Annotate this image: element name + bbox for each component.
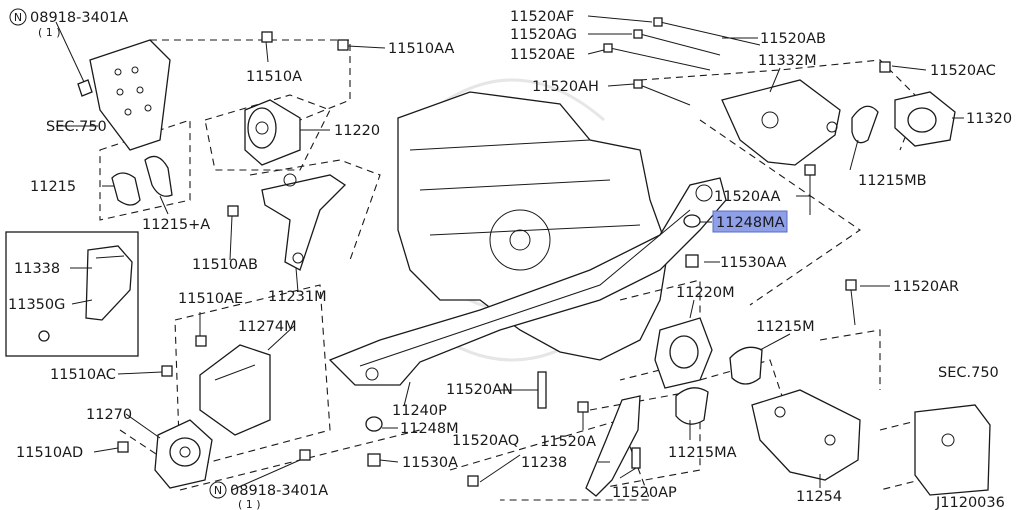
label-11520A: 11520A (540, 434, 596, 450)
label-11220: 11220 (334, 123, 380, 139)
bracket-11254 (751, 389, 861, 481)
label-11520AC: 11520AC (930, 63, 996, 79)
bolt-11520AR (845, 279, 857, 326)
label-11520AN: 11520AN (446, 382, 513, 398)
bracket-11238 (585, 395, 641, 497)
label-11320: 11320 (966, 111, 1012, 127)
label-11530AA: 11530AA (720, 255, 786, 271)
insulator-box (5, 231, 139, 357)
stopper-11215MB (851, 105, 879, 144)
label-11215-plus-a: 11215+A (142, 217, 210, 233)
circled-n-text: N (214, 484, 222, 497)
label-11520AB: 11520AB (760, 31, 826, 47)
circled-n-marker-top: N (9, 8, 27, 26)
label-11520AG: 11520AG (510, 27, 577, 43)
label-nut-bottom: 08918-3401A (230, 483, 328, 499)
label-11254: 11254 (796, 489, 842, 505)
label-11520AR: 11520AR (893, 279, 959, 295)
label-11215MB: 11215MB (858, 173, 927, 189)
label-11520AE: 11520AE (510, 47, 575, 63)
label-11510AD: 11510AD (16, 445, 83, 461)
label-11248M: 11248M (400, 421, 459, 437)
stopper-11215M (729, 346, 763, 385)
highlight-11248MA (712, 210, 788, 233)
label-11520AQ: 11520AQ (452, 433, 519, 449)
label-11510AC: 11510AC (50, 367, 116, 383)
label-11215MA: 11215MA (668, 445, 737, 461)
label-11510AA: 11510AA (388, 41, 454, 57)
left-upper-bracket (77, 39, 171, 151)
stopper-11215MA (675, 387, 709, 425)
mount-11220M (654, 317, 713, 389)
nut-11530AA (685, 254, 699, 268)
bracket-11332M (721, 79, 841, 166)
label-sec750-right: SEC.750 (938, 365, 999, 381)
label-11338: 11338 (14, 261, 60, 277)
label-11332M: 11332M (758, 53, 817, 69)
label-11530A: 11530A (402, 455, 458, 471)
label-11231M: 11231M (268, 289, 327, 305)
mount-11220 (244, 99, 301, 166)
label-11215M: 11215M (756, 319, 815, 335)
label-11520AA: 11520AA (714, 189, 780, 205)
part-labels: 11520AF 11520AG 11520AE 11520AB 11332M 1… (8, 9, 1012, 510)
bushing-11248MA (683, 214, 701, 228)
bottom-small-parts (117, 31, 891, 487)
label-nut-top-qty: ( 1 ) (38, 26, 61, 39)
label-11274M: 11274M (238, 319, 297, 335)
leader-lines (55, 15, 964, 491)
label-11520AF: 11520AF (510, 9, 574, 25)
bolt-11520AA (804, 164, 816, 215)
circled-n-marker-bottom: N (209, 481, 227, 499)
label-11215: 11215 (30, 179, 76, 195)
label-11510A: 11510A (246, 69, 302, 85)
label-sec750-left: SEC.750 (46, 119, 107, 135)
label-11510AE: 11510AE (178, 291, 243, 307)
label-11238: 11238 (521, 455, 567, 471)
label-11220M: 11220M (676, 285, 735, 301)
label-11350G: 11350G (8, 297, 65, 313)
bracket-sec750-right (914, 404, 991, 496)
circled-n-text: N (14, 11, 22, 24)
label-11248MA: 11248MA (716, 215, 785, 231)
label-nut-bottom-qty: ( 1 ) (238, 498, 261, 510)
diagram-id: J1120036 (935, 495, 1005, 510)
label-11520AH: 11520AH (532, 79, 599, 95)
label-11270: 11270 (86, 407, 132, 423)
label-11520AP: 11520AP (612, 485, 677, 501)
bracket-11274M (199, 344, 271, 436)
label-11240P: 11240P (392, 403, 447, 419)
mount-11320 (894, 91, 956, 147)
label-11510AB: 11510AB (192, 257, 258, 273)
bracket-11231M (261, 173, 347, 271)
long-bolts (603, 17, 761, 106)
stopper-11215 (111, 155, 173, 206)
dashed-guides (99, 39, 921, 501)
mount-11270 (154, 419, 213, 489)
label-nut-top: 08918-3401A (30, 10, 128, 26)
